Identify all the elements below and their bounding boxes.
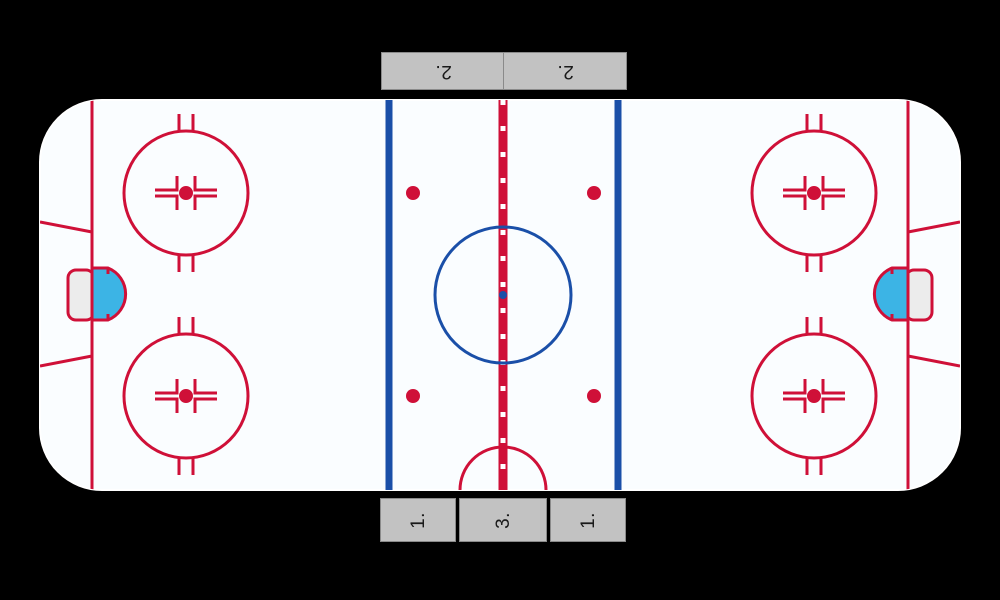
callout-label-bottom-2[interactable]: 1. xyxy=(550,498,626,542)
faceoff-dot xyxy=(181,188,192,199)
callout-label-text: 2. xyxy=(435,62,452,81)
neutral-zone-dot xyxy=(406,389,420,403)
callout-label-bottom-0[interactable]: 1. xyxy=(380,498,456,542)
callout-label-text: 1. xyxy=(408,512,427,529)
callout-label-text: 1. xyxy=(578,512,597,529)
neutral-zone-dot xyxy=(587,186,601,200)
goal-right xyxy=(874,268,932,320)
faceoff-dot xyxy=(809,391,820,402)
goal-net-left xyxy=(68,270,94,320)
faceoff-dot xyxy=(181,391,192,402)
callout-label-top-1[interactable]: 2. xyxy=(503,52,627,90)
neutral-zone-dot xyxy=(406,186,420,200)
goal-crease-left xyxy=(92,268,126,320)
callout-label-text: 2. xyxy=(557,62,574,81)
faceoff-dot xyxy=(809,188,820,199)
callout-label-top-0[interactable]: 2. xyxy=(381,52,505,90)
callout-label-bottom-1[interactable]: 3. xyxy=(459,498,547,542)
center-faceoff-dot xyxy=(499,291,507,299)
goal-crease-right xyxy=(874,268,908,320)
neutral-zone-dot xyxy=(587,389,601,403)
goal-left xyxy=(68,268,126,320)
goal-net-right xyxy=(906,270,932,320)
callout-label-text: 3. xyxy=(493,512,512,529)
